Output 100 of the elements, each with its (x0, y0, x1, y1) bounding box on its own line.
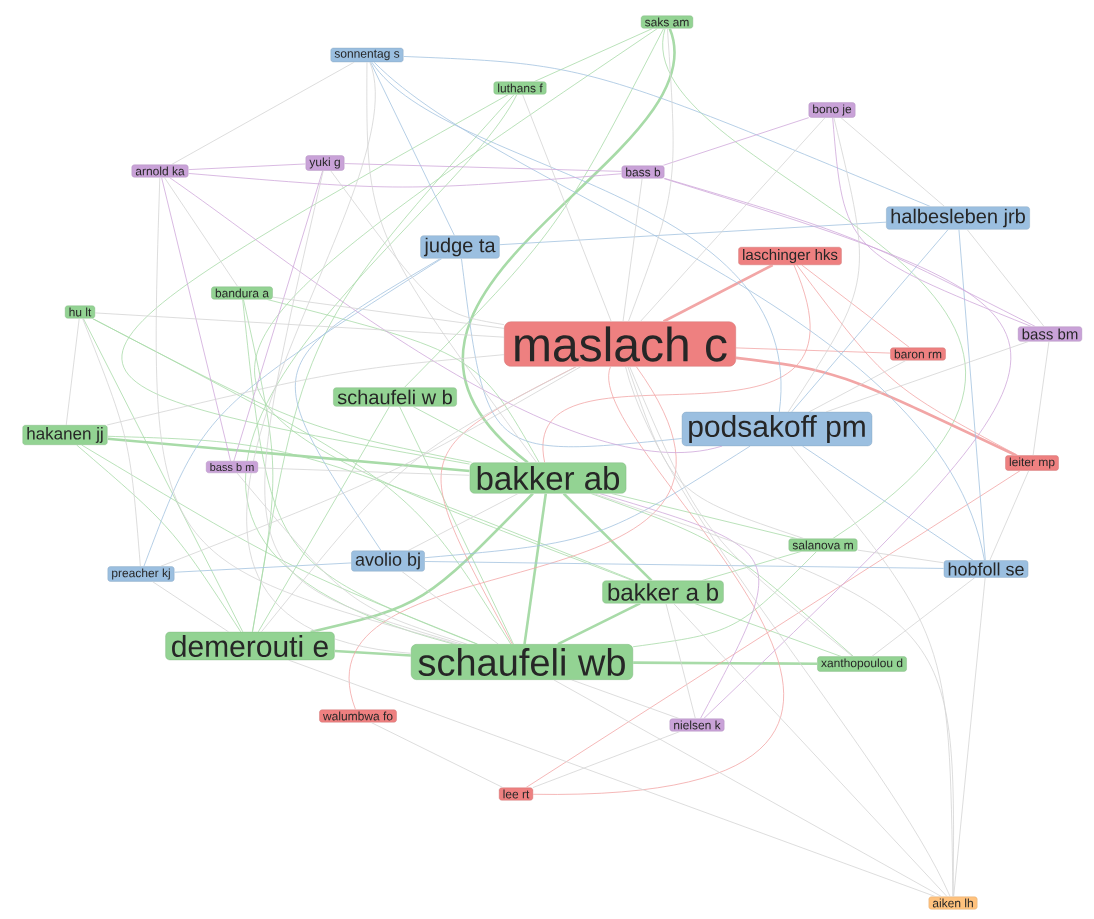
link-line (625, 366, 951, 897)
author-node: bass bm (1017, 326, 1083, 342)
author-node: xanthopoulou d (817, 656, 907, 672)
link-line (633, 661, 818, 666)
link-line (349, 366, 677, 710)
link-line (532, 731, 681, 788)
link-line (168, 177, 723, 453)
author-node: bass b m (206, 460, 258, 474)
author-node: bakker a b (602, 580, 724, 604)
link-line (82, 318, 141, 567)
link-line (664, 28, 966, 539)
link-line (663, 178, 1012, 719)
author-node: arnold ka (131, 164, 189, 178)
link-line (310, 492, 534, 634)
link-line (288, 659, 936, 897)
link-line (571, 679, 680, 719)
link-line (673, 603, 948, 897)
link-line (160, 366, 582, 567)
link-line (665, 603, 696, 719)
author-node: nielsen k (669, 718, 725, 732)
link-line (499, 221, 887, 246)
link-line (523, 493, 548, 645)
author-node: demerouti e (165, 631, 335, 661)
author-node: sonnentag s (330, 47, 404, 63)
link-line (632, 551, 818, 648)
link-line (662, 117, 810, 166)
link-line (522, 94, 612, 322)
author-node: walumbwa fo (319, 709, 397, 723)
link-line (188, 173, 623, 188)
link-line (399, 406, 514, 645)
link-line (966, 229, 1045, 327)
author-node: avolio bj (351, 550, 425, 572)
link-line (76, 444, 242, 633)
link-line (266, 299, 540, 463)
link-line (81, 444, 479, 645)
author-node: bandura a (211, 286, 273, 300)
link-line (91, 318, 473, 463)
author-node: salanova m (788, 538, 858, 552)
author-node: hakanen jj (22, 425, 108, 445)
author-node: bono je (808, 102, 856, 118)
link-line (461, 258, 683, 448)
link-line (404, 28, 665, 388)
link-line (790, 445, 954, 897)
author-node: baron rm (890, 347, 946, 361)
link-line (373, 61, 985, 561)
link-line (664, 177, 1036, 327)
link-line (787, 117, 860, 412)
author-node: schaufeli w b (333, 387, 457, 407)
link-line (257, 406, 390, 633)
link-line (152, 581, 230, 633)
author-node: halbesleben jrb (886, 206, 1030, 230)
link-line (272, 296, 505, 329)
link-line (264, 170, 463, 645)
link-line (161, 177, 231, 462)
author-node: schaufeli wb (410, 644, 634, 680)
link-line (407, 493, 519, 551)
link-line (557, 602, 641, 646)
link-line (611, 493, 798, 539)
link-line (599, 493, 760, 719)
link-line (82, 318, 244, 633)
link-line (370, 722, 504, 788)
link-line (246, 61, 412, 654)
link-line (463, 28, 676, 464)
link-line (163, 177, 239, 287)
link-line (958, 229, 986, 561)
link-line (155, 177, 458, 645)
link-line (401, 571, 499, 645)
link-line (171, 61, 355, 165)
author-node: preacher kj (107, 566, 175, 582)
link-line (871, 577, 976, 657)
link-line (242, 299, 478, 645)
link-line (188, 163, 307, 171)
author-node: saks am (640, 15, 694, 29)
link-line (261, 366, 577, 633)
link-line (544, 264, 810, 463)
link-line (370, 61, 455, 236)
link-line (334, 649, 412, 657)
link-line (366, 61, 538, 463)
link-line (801, 264, 911, 348)
link-line (802, 445, 974, 561)
link-line (403, 56, 931, 207)
link-line (640, 117, 826, 322)
link-line (825, 341, 1029, 413)
link-line (553, 679, 942, 897)
link-line (532, 366, 784, 795)
link-line (257, 467, 471, 476)
link-line (121, 94, 509, 465)
link-line (233, 170, 324, 462)
link-line (628, 28, 674, 322)
author-node: hobfoll se (943, 560, 1029, 578)
link-line (629, 366, 853, 657)
author-node: bakker ab (469, 462, 627, 494)
link-line (107, 437, 470, 473)
link-line (735, 356, 1017, 457)
link-line (989, 470, 1030, 561)
link-line (236, 472, 468, 645)
author-node: hu lt (64, 305, 96, 319)
link-line (295, 258, 441, 551)
link-line (243, 299, 274, 632)
author-node: laschinger hks (738, 247, 842, 265)
